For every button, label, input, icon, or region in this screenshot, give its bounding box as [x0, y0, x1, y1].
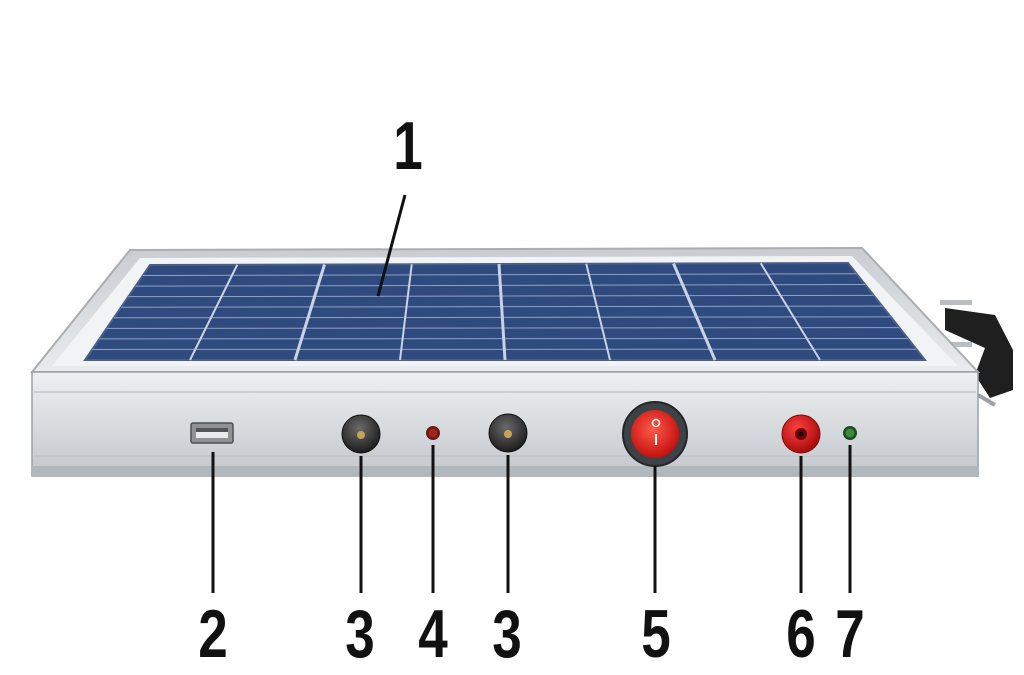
callout-number-3-left: 3 — [345, 596, 375, 672]
cell-column-line — [672, 262, 717, 361]
cell-column-line — [293, 264, 326, 361]
red-terminal — [781, 414, 821, 454]
cell-column-line — [759, 262, 821, 361]
cell-column-line — [497, 263, 507, 361]
callout-number-4: 4 — [418, 596, 448, 672]
callout-number-1: 1 — [393, 108, 423, 184]
solar-panel — [83, 261, 928, 361]
green-indicator-led — [843, 426, 857, 440]
cell-column-line — [399, 264, 413, 361]
dc-socket-right — [488, 413, 528, 453]
usb-port — [190, 422, 234, 444]
callout-number-7: 7 — [835, 596, 865, 672]
leader-line-1 — [376, 194, 407, 297]
leader-lines — [211, 194, 852, 593]
dc-socket-left — [341, 414, 381, 454]
cell-column-line — [189, 264, 239, 361]
callout-number-2: 2 — [198, 596, 228, 672]
cell-column-line — [585, 263, 611, 361]
callout-number-5: 5 — [641, 596, 671, 672]
callout-number-3-right: 3 — [492, 596, 522, 672]
red-indicator-led — [426, 426, 440, 440]
power-switch — [622, 401, 688, 467]
callout-number-6: 6 — [786, 596, 816, 672]
